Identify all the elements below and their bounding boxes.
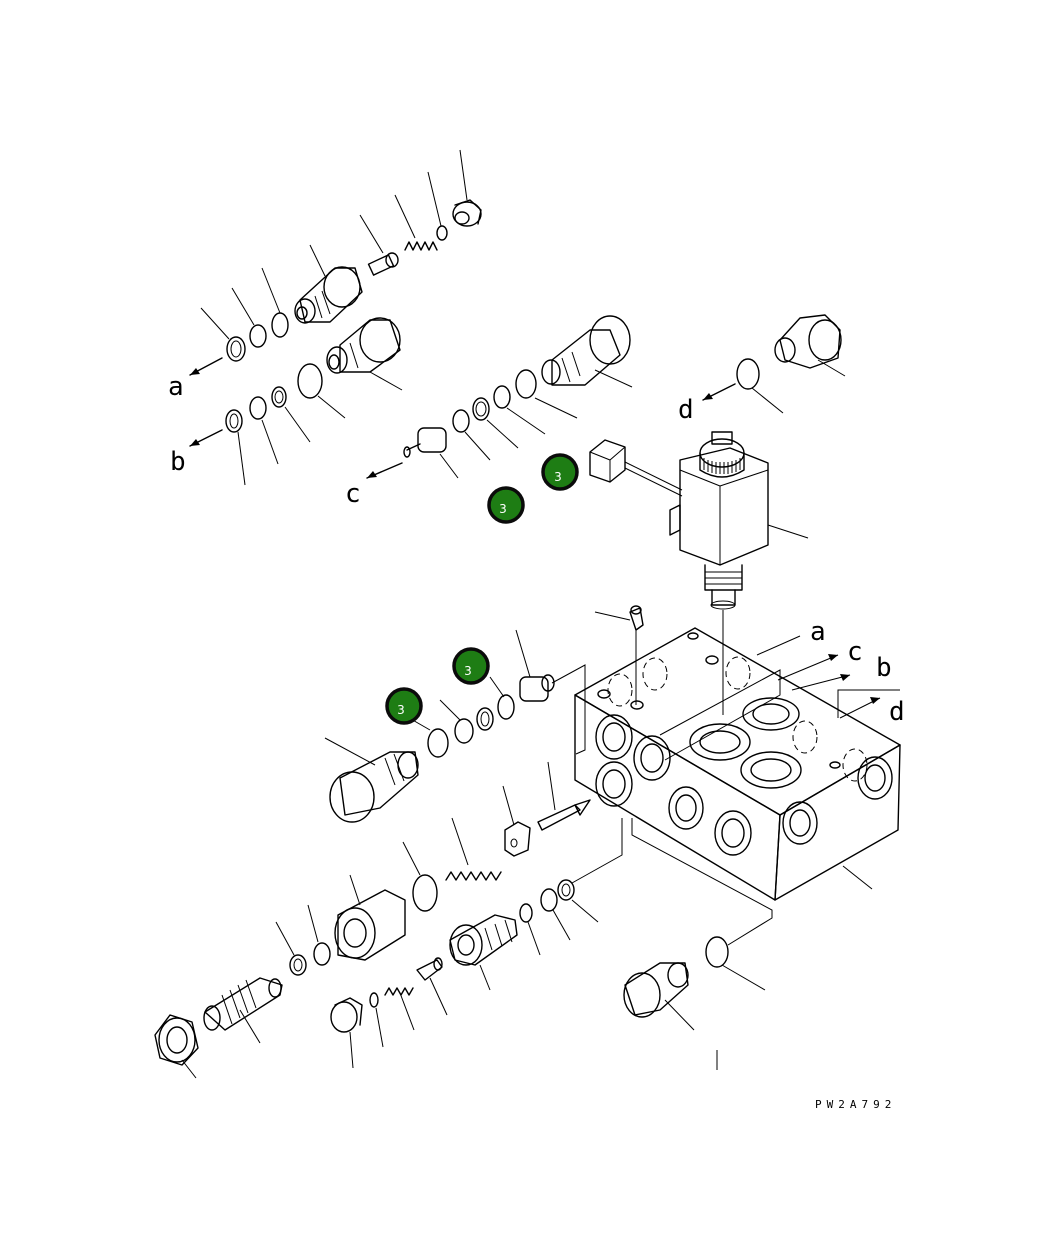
callout-label-c-right: c <box>847 637 863 667</box>
backup-ring <box>271 386 287 408</box>
port <box>740 751 802 789</box>
callout-label-d-right: d <box>889 697 905 727</box>
port <box>742 697 800 731</box>
spring <box>384 987 414 996</box>
relief-valve-a-group: a <box>168 149 482 402</box>
cap-nut-top <box>452 199 482 227</box>
port <box>689 723 751 761</box>
o-ring <box>454 718 474 744</box>
plug-c <box>403 427 447 458</box>
relief-valve-b-group: b <box>170 317 403 486</box>
o-ring <box>515 369 537 399</box>
o-ring <box>705 936 729 968</box>
relief-valve-c-group: c <box>345 315 633 509</box>
spring <box>404 241 438 251</box>
drawing-code: PW2A792 <box>815 1098 896 1111</box>
callout-label-b-left: b <box>170 447 186 477</box>
reference-badge: 3 <box>452 647 490 685</box>
backup-ring <box>289 954 307 976</box>
spool <box>203 977 283 1031</box>
o-ring <box>271 312 289 338</box>
check-cartridge <box>449 914 518 966</box>
reference-badge: 3 <box>541 453 579 491</box>
o-ring <box>225 409 243 433</box>
piston-rod <box>537 799 591 831</box>
right-callouts: a c b d <box>756 617 905 727</box>
backup-ring <box>249 324 267 348</box>
o-ring <box>736 358 760 390</box>
o-ring <box>497 694 515 720</box>
o-ring <box>519 903 533 923</box>
spring <box>445 871 502 881</box>
valve-block <box>574 627 901 901</box>
solenoid-coil <box>669 447 769 566</box>
backup-ring <box>493 385 511 409</box>
solenoid-connector <box>589 439 683 497</box>
sleeve <box>334 889 406 961</box>
small-plug <box>330 997 363 1033</box>
o-ring <box>452 409 470 433</box>
o-ring <box>412 874 438 912</box>
reference-badge: 3 <box>487 486 525 524</box>
backup-ring <box>476 707 494 731</box>
hex-nut-bottom <box>154 1014 199 1066</box>
solenoid-knob <box>699 431 745 478</box>
o-ring <box>313 942 331 966</box>
large-plug <box>329 751 419 823</box>
callout-label-d-left: d <box>678 395 694 425</box>
backup-ring <box>557 879 575 901</box>
valve-body-b <box>326 317 401 374</box>
o-ring <box>226 336 246 362</box>
valve-body-a <box>294 266 363 324</box>
callout-label-c-left: c <box>345 479 361 509</box>
badge-number: 3 <box>554 470 562 484</box>
solenoid-valve <box>589 431 809 715</box>
callout-label-a-right: a <box>810 617 826 647</box>
plug-d-group: d <box>678 314 846 425</box>
o-ring <box>436 225 448 241</box>
callout-label-b-right: b <box>876 653 892 683</box>
callout-label-a-left: a <box>168 372 184 402</box>
poppet-small <box>416 957 443 981</box>
o-ring <box>540 888 558 912</box>
reference-badge: 3 <box>385 687 423 725</box>
o-ring <box>297 363 323 399</box>
lower-valve-group <box>154 605 773 1079</box>
o-ring <box>472 397 490 421</box>
grease-fitting <box>629 605 644 631</box>
badge-number: 3 <box>499 502 507 516</box>
valve-body-c <box>541 315 631 386</box>
o-ring <box>369 992 379 1008</box>
badge-number: 3 <box>464 664 472 678</box>
plug-bottom-right <box>623 962 689 1018</box>
plug-d-top <box>774 314 842 369</box>
o-ring <box>427 728 449 758</box>
plug-small <box>519 674 555 702</box>
spacer-block <box>504 821 531 857</box>
poppet <box>367 252 399 276</box>
o-ring <box>249 396 267 420</box>
badge-group: 3 3 3 3 <box>385 453 579 725</box>
solenoid-stem <box>704 564 743 610</box>
badge-number: 3 <box>397 703 405 717</box>
